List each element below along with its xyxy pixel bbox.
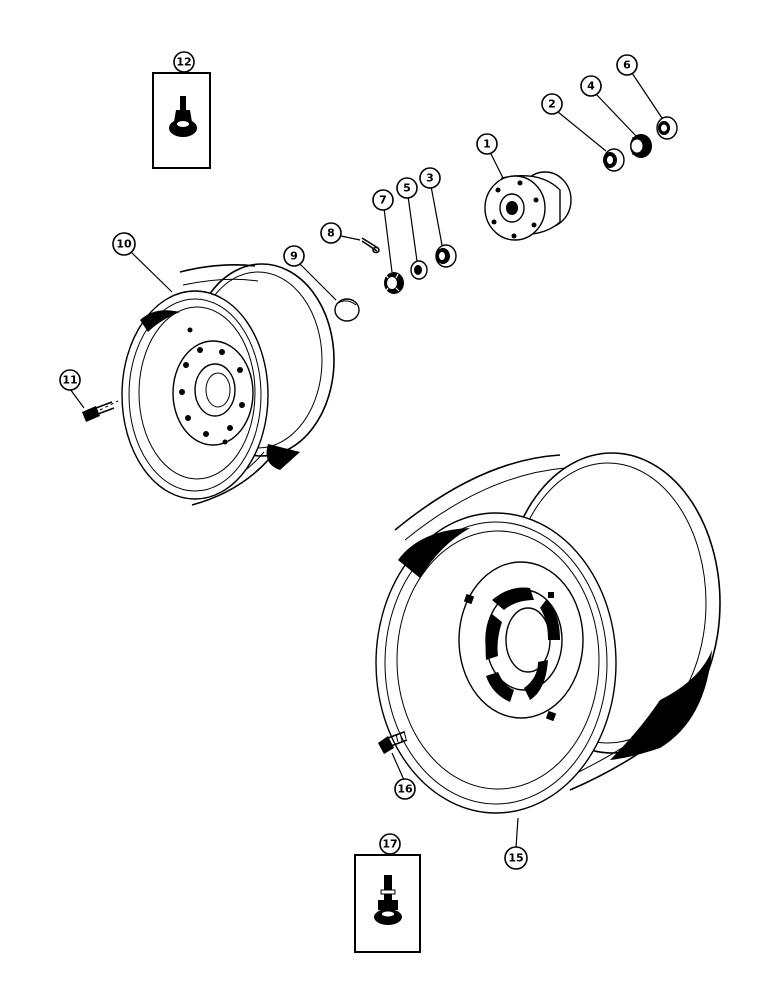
svg-text:8: 8 — [327, 227, 335, 240]
callout-10: 10 — [112, 232, 136, 256]
svg-text:4: 4 — [587, 80, 595, 93]
callout-12: 12 — [173, 51, 195, 73]
svg-text:2: 2 — [548, 98, 556, 111]
bolt-icon — [82, 401, 115, 422]
svg-text:7: 7 — [379, 194, 387, 207]
hub-cap-icon — [334, 298, 360, 322]
valve-stem-icon — [169, 96, 197, 137]
inset-17 — [354, 854, 421, 953]
svg-text:17: 17 — [382, 838, 397, 851]
callout-3: 3 — [419, 167, 441, 189]
svg-text:12: 12 — [176, 56, 191, 69]
callout-15: 15 — [504, 846, 528, 870]
svg-text:9: 9 — [290, 250, 298, 263]
callout-9: 9 — [283, 245, 305, 267]
valve-stem-icon — [374, 875, 402, 925]
bearing-cup-icon — [656, 116, 678, 140]
callout-6: 6 — [616, 54, 638, 76]
svg-text:15: 15 — [508, 852, 523, 865]
bolt-icon — [378, 730, 408, 754]
rear-wheel-rim-icon — [375, 452, 721, 814]
inset-17-box — [354, 854, 421, 953]
castle-nut-icon — [384, 272, 404, 294]
bearing-cone-icon — [630, 134, 652, 158]
callout-7: 7 — [372, 189, 394, 211]
callout-2: 2 — [541, 93, 563, 115]
inset-12 — [152, 72, 211, 169]
hub-icon — [484, 171, 572, 241]
front-wheel-rim-icon — [121, 263, 335, 506]
svg-text:1: 1 — [483, 138, 491, 151]
callout-8: 8 — [320, 222, 342, 244]
svg-text:10: 10 — [116, 238, 132, 251]
svg-text:6: 6 — [623, 59, 631, 72]
bearing-cone-icon — [435, 244, 457, 268]
callout-17: 17 — [379, 833, 401, 855]
svg-text:16: 16 — [397, 783, 413, 796]
callout-16: 16 — [394, 778, 416, 800]
callout-5: 5 — [396, 177, 418, 199]
bearing-cup-icon — [603, 148, 625, 172]
callout-11: 11 — [59, 369, 81, 391]
callout-4: 4 — [580, 75, 602, 97]
callout-1: 1 — [476, 133, 498, 155]
svg-text:11: 11 — [62, 374, 77, 387]
svg-text:5: 5 — [403, 182, 411, 195]
cotter-pin-icon — [361, 237, 380, 254]
svg-text:3: 3 — [426, 172, 434, 185]
washer-icon — [410, 260, 428, 280]
